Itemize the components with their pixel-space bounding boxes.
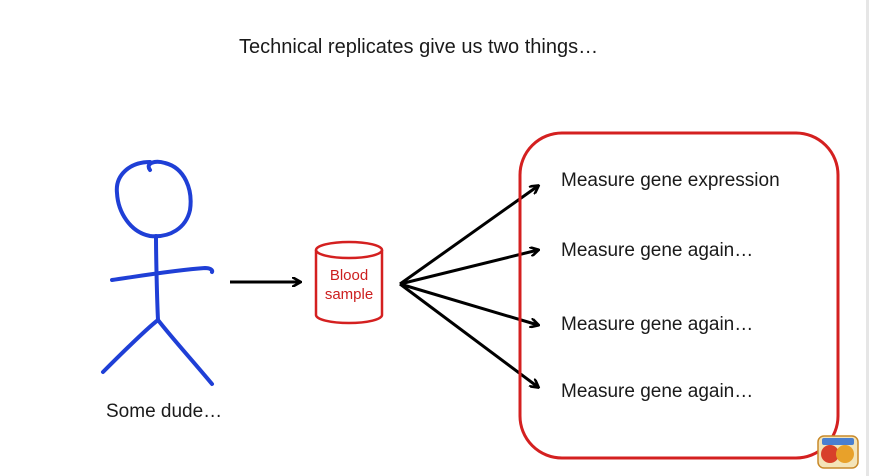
measurement-3: Measure gene again… <box>561 314 754 335</box>
blood-sample-label: Blood sample <box>314 266 384 304</box>
arrow-to-measure-2 <box>399 250 538 286</box>
stick-figure-body <box>154 234 160 322</box>
measurement-4: Measure gene again… <box>561 381 754 402</box>
arrow-to-measure-1 <box>399 186 538 286</box>
stick-figure-arms <box>110 266 215 282</box>
right-edge-strip <box>866 0 869 476</box>
arrow-to-measure-4 <box>399 282 538 387</box>
person-label: Some dude… <box>106 401 223 422</box>
stick-figure <box>101 159 215 386</box>
stick-figure-right-leg <box>156 318 214 386</box>
blood-sample-label-line2: sample <box>324 286 374 303</box>
stick-figure-left-leg <box>101 318 160 374</box>
so-logo-icon <box>817 435 859 469</box>
slide-title: Technical replicates give us two things… <box>239 36 599 58</box>
fan-arrows <box>399 186 538 387</box>
measurement-1: Measure gene expression <box>561 170 780 191</box>
blood-sample-cylinder <box>314 240 384 325</box>
measurement-2: Measure gene again… <box>561 240 754 261</box>
stick-figure-head <box>114 159 193 239</box>
blood-sample-label-line1: Blood <box>329 267 369 284</box>
arrow-to-measure-3 <box>399 282 538 325</box>
measurements-box <box>518 131 840 460</box>
